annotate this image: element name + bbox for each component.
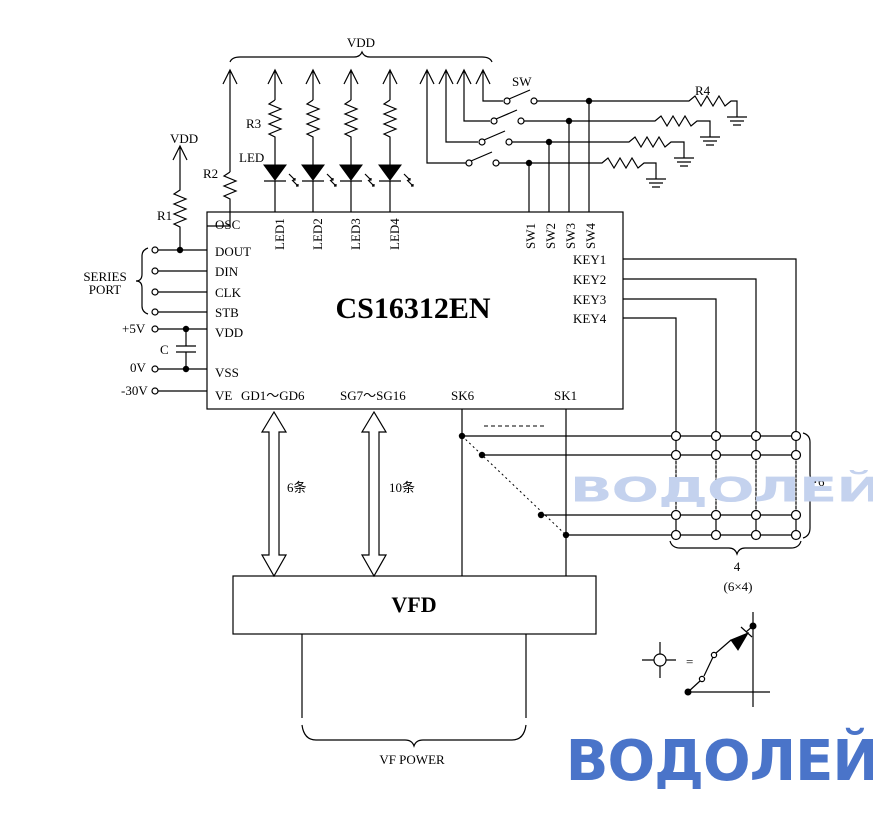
pin-sk6: SK6: [451, 388, 475, 403]
vf-power-brace: [301, 724, 527, 748]
series-port-line1: SERIES: [83, 269, 126, 284]
sw-label: SW: [512, 74, 532, 89]
pin-gd: GD1～GD6: [241, 388, 305, 403]
pin-sw2: SW2: [543, 223, 558, 249]
pin-led4: LED4: [387, 218, 402, 250]
pin-led2: LED2: [310, 218, 325, 250]
svg-text:ВОДОЛЕЙ: ВОДОЛЕЙ: [570, 470, 873, 509]
vfd-box: [232, 575, 597, 635]
legend-equals: =: [686, 654, 693, 669]
vdd-brace: [229, 50, 493, 63]
chip-name: CS16312EN: [335, 292, 490, 325]
switch-rows: [465, 89, 747, 212]
pin-dout: DOUT: [215, 244, 251, 259]
plus5-label: +5V: [122, 321, 146, 336]
led-branches: [263, 99, 414, 212]
pin-key2: KEY2: [573, 272, 606, 287]
c-label: C: [160, 342, 169, 357]
led-label: LED: [239, 150, 264, 165]
pin-vdd: VDD: [215, 325, 243, 340]
r1-resistor: [172, 144, 188, 250]
sg-count-label: 10条: [389, 480, 415, 495]
pin-sk1: SK1: [554, 388, 577, 403]
pin-stb: STB: [215, 305, 239, 320]
pin-din: DIN: [215, 264, 239, 279]
svg-text:ВОДОЛЕЙ: ВОДОЛЕЙ: [566, 728, 873, 794]
sg-bus-arrow: [360, 410, 388, 578]
gd-bus-arrow: [260, 410, 288, 578]
pin-led3: LED3: [348, 218, 363, 250]
legend-key-symbol: [642, 642, 676, 678]
pin-key3: KEY3: [573, 292, 606, 307]
pin-ve: VE: [215, 388, 232, 403]
watermark-logo: ВОДОЛЕЙ ВОДОЛЕЙ: [566, 470, 873, 794]
pin-key1: KEY1: [573, 252, 606, 267]
r2-label: R2: [203, 166, 218, 181]
zero-label: 0V: [130, 360, 147, 375]
pin-sg: SG7～SG16: [340, 388, 406, 403]
r2-resistor: [207, 171, 238, 227]
matrix-size-label: (6×4): [724, 579, 753, 594]
vfd-label: VFD: [391, 592, 436, 617]
vdd-left-label: VDD: [170, 131, 198, 146]
chip-body: [206, 211, 624, 410]
matrix-rows-label: 6: [818, 474, 825, 489]
pin-led1: LED1: [272, 218, 287, 250]
series-port-lines: [135, 246, 207, 316]
series-port-line2: PORT: [89, 282, 122, 297]
vf-power-label: VF POWER: [379, 752, 445, 767]
pin-sw1: SW1: [523, 223, 538, 249]
r1-label: R1: [157, 208, 172, 223]
key-matrix: [458, 258, 817, 576]
r4-label: R4: [695, 83, 711, 98]
legend-switch-diode: [684, 612, 770, 707]
matrix-cols-label: 4: [734, 559, 741, 574]
pin-osc: OSC: [215, 217, 240, 232]
pin-key4: KEY4: [573, 311, 607, 326]
gd-count-label: 6条: [287, 480, 307, 495]
minus30-label: -30V: [121, 383, 148, 398]
pin-clk: CLK: [215, 285, 242, 300]
pin-vss: VSS: [215, 365, 239, 380]
r3-label: R3: [246, 116, 261, 131]
power-lines: [151, 325, 207, 395]
vf-power-lines: [301, 634, 527, 718]
pin-sw4: SW4: [583, 223, 598, 250]
vdd-top-label: VDD: [347, 35, 375, 50]
vdd-arrows: [222, 68, 503, 172]
pin-sw3: SW3: [563, 223, 578, 249]
